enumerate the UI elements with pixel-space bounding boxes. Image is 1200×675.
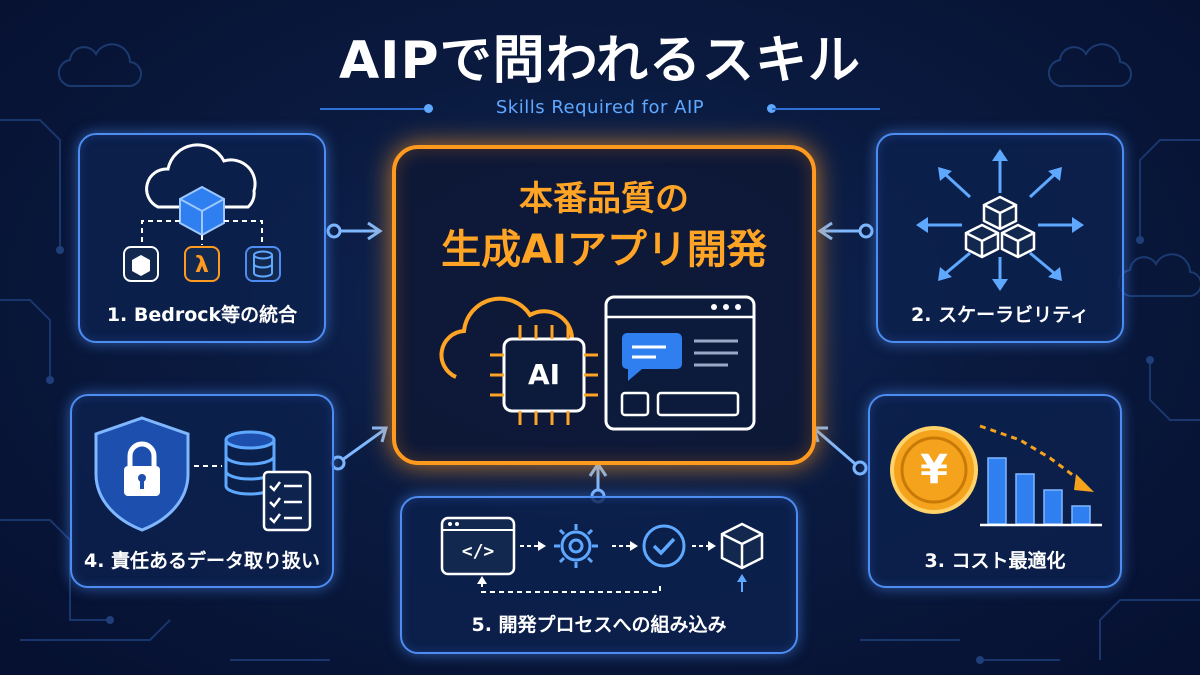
cloud-icon	[145, 143, 257, 209]
stacked-cubes-icon	[964, 195, 1036, 259]
subtitle-right-line	[772, 108, 880, 110]
bedrock-cube-icon	[179, 185, 225, 237]
code-icon: </>	[461, 541, 495, 562]
page-subtitle: Skills Required for AIP	[495, 97, 705, 118]
app-window-icon	[604, 295, 756, 431]
center-heading-line2: 生成AIアプリ開発	[441, 227, 767, 273]
shield-lock-icon	[94, 416, 190, 532]
scaling-arrows-icon	[916, 149, 1084, 291]
code-window-icon	[440, 516, 516, 576]
card-data-label: 4. 責任あるデータ取り扱い	[83, 550, 321, 572]
chat-bubble-icon	[622, 333, 682, 381]
scalability-illustration	[916, 149, 1084, 291]
downtrend-arrow-icon	[979, 424, 1094, 492]
card-dev-process: </> 5. 開発プロセスへの組み込み	[400, 496, 798, 654]
yen-icon: ¥	[920, 447, 948, 493]
card-scalability: 2. スケーラビリティ	[876, 133, 1124, 343]
feedback-loop-line	[481, 582, 661, 593]
arrow-head-scalability	[817, 221, 833, 241]
center-illustration	[439, 295, 756, 431]
dev-process-illustration	[440, 516, 764, 593]
ai-chip-label: AI	[527, 358, 561, 391]
bar-chart-icon	[987, 457, 1091, 525]
deploy-cube-icon	[720, 522, 764, 570]
bedrock-integration-illustration	[123, 143, 281, 282]
arrow-data-to-center	[337, 428, 385, 465]
card-scalability-label: 2. スケーラビリティ	[911, 304, 1089, 326]
gear-icon	[554, 524, 598, 568]
subtitle-right-dot	[767, 104, 776, 113]
checklist-icon	[262, 470, 312, 532]
card-responsible-data: 4. 責任あるデータ取り扱い	[70, 394, 334, 588]
center-heading-line1: 本番品質の	[519, 179, 689, 219]
responsible-data-illustration	[94, 416, 312, 532]
cost-optimization-illustration	[890, 424, 1102, 527]
center-card-genai-development: 本番品質の 生成AIアプリ開発	[392, 145, 816, 465]
ai-chip-icon	[490, 325, 598, 425]
subtitle-left-line	[320, 108, 428, 110]
lambda-service-icon	[184, 246, 220, 282]
page-title: AIPで問われるスキル	[338, 31, 862, 91]
check-circle-icon	[642, 524, 686, 568]
arrow-cost-to-center	[815, 428, 861, 470]
card-bedrock-label: 1. Bedrock等の統合	[106, 304, 298, 326]
lambda-icon: λ	[195, 253, 209, 278]
subtitle-left-dot	[424, 104, 433, 113]
card-cost-label: 3. コスト最適化	[924, 550, 1066, 572]
card-dev-process-label: 5. 開発プロセスへの組み込み	[471, 614, 727, 636]
card-cost-optimization: ¥ 3. コスト最適化	[868, 394, 1122, 588]
arrow-head-data	[372, 426, 388, 443]
card-bedrock-integration: λ 1. Bedrock等の統合	[78, 133, 326, 343]
arrow-head-bedrock	[367, 221, 383, 241]
yen-coin-icon	[890, 426, 978, 514]
